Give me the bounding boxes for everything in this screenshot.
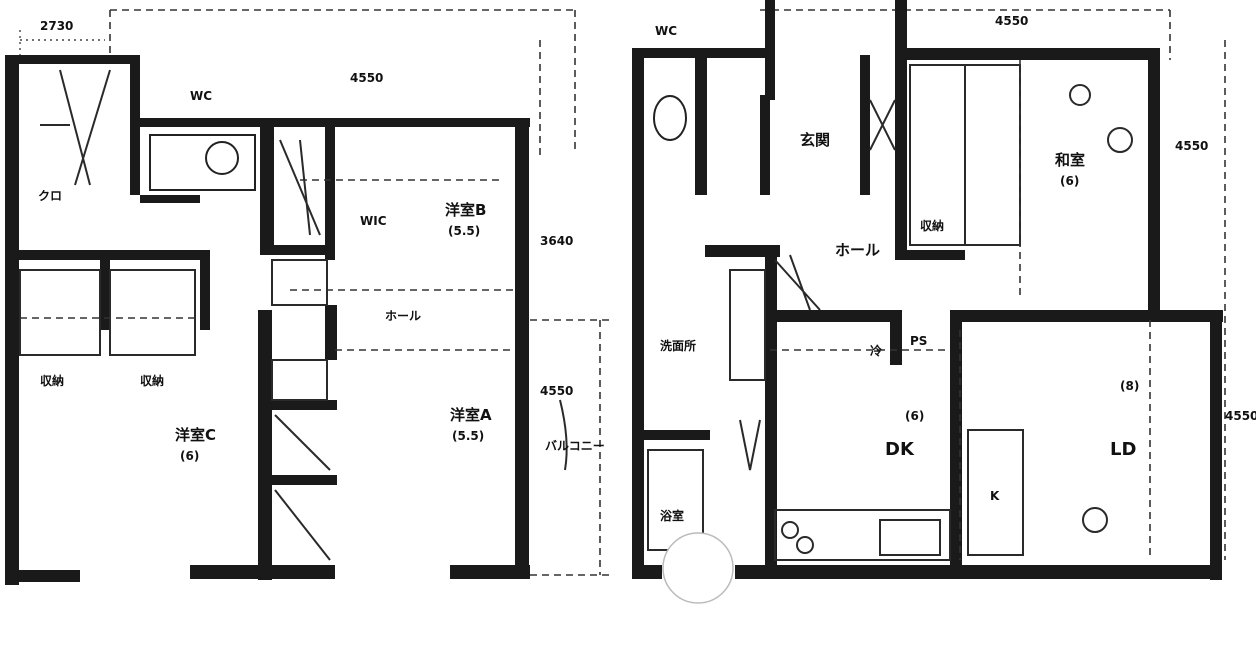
label-room-a-size: (5.5) bbox=[452, 429, 484, 443]
label-room-b-closet: WIC bbox=[360, 214, 387, 228]
dim-right-lower: 4550 bbox=[540, 384, 573, 398]
second-floor-plan bbox=[5, 9, 610, 585]
dim-right-1f: 4550 bbox=[1175, 139, 1208, 153]
label-japanese-size: (6) bbox=[1060, 174, 1079, 188]
label-entrance: 玄関 bbox=[800, 131, 830, 149]
label-storage-1f: 収納 bbox=[920, 218, 944, 233]
label-living-size: (8) bbox=[1120, 379, 1139, 393]
label-storage-2: 収納 bbox=[140, 373, 164, 388]
label-dk: DK bbox=[885, 439, 915, 460]
label-wc-1f: WC bbox=[655, 24, 677, 38]
label-room-a: 洋室A bbox=[450, 406, 492, 424]
label-dk-size: (6) bbox=[905, 409, 924, 423]
label-hall-2f: ホール bbox=[385, 309, 421, 323]
label-closet-top: クロ bbox=[38, 189, 62, 203]
dim-top-mid: 4550 bbox=[350, 71, 383, 85]
label-storage-1: 収納 bbox=[40, 373, 64, 388]
label-fridge: 冷 bbox=[870, 343, 882, 358]
dim-right: 3640 bbox=[540, 234, 573, 248]
hole-punch bbox=[662, 532, 734, 604]
dim-right-lower-1f: 4550 bbox=[1225, 409, 1256, 423]
label-room-b-size: (5.5) bbox=[448, 224, 480, 238]
label-hall-1f: ホール bbox=[835, 241, 880, 259]
label-room-c: 洋室C bbox=[175, 426, 216, 444]
first-floor-plan bbox=[632, 0, 1226, 580]
label-room-c-size: (6) bbox=[180, 449, 199, 463]
label-kitchen: K bbox=[990, 489, 1000, 503]
dim-top-left: 2730 bbox=[40, 19, 73, 33]
label-washroom: WC bbox=[190, 89, 212, 103]
label-living: LD bbox=[1110, 439, 1136, 460]
dim-top-1f: 4550 bbox=[995, 14, 1028, 28]
label-pantry: PS bbox=[910, 334, 927, 348]
label-room-b: 洋室B bbox=[445, 201, 486, 219]
label-bath: 浴室 bbox=[660, 508, 684, 523]
label-japanese: 和室 bbox=[1055, 151, 1085, 169]
label-balcony: バルコニー bbox=[545, 439, 605, 453]
label-washing: 洗面所 bbox=[660, 338, 696, 353]
